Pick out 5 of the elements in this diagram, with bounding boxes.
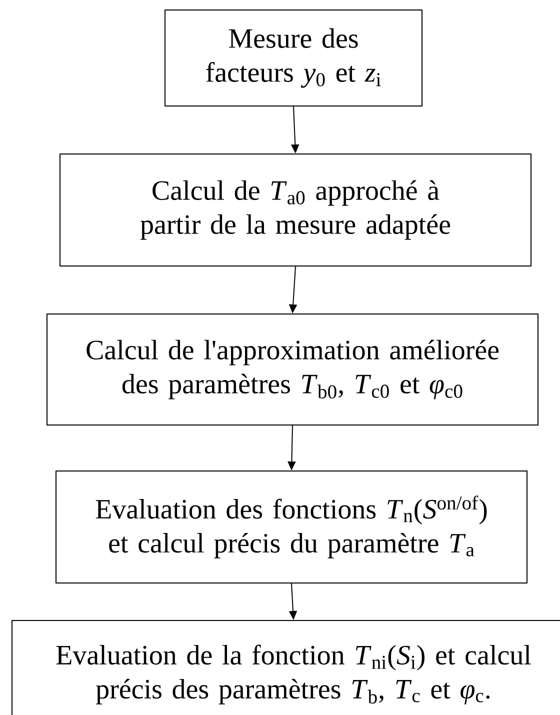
process-box: Calcul de l'approximation améliorée des paramètres T$_{b0}$, T$_{c0}$ et φ$_{c0}$ <box>46 314 538 426</box>
process-box: Evaluation de la fonction T$_{ni}$(S$_{i}$) et calcul précis des paramètres T$_{b}$, T$_{c}$ et φ$_{c}$. <box>12 620 560 715</box>
process-box: Calcul de T$_{a0}$ approché à partir de la mesure adaptée <box>60 154 532 266</box>
process-box: Mesure des facteurs y$_{0}$ et z$_{i}$ <box>164 10 422 106</box>
process-box: Evaluation des fonctions T$_{n}$(S$^{on/of}$) et calcul précis du paramètre T$_{a}$ <box>56 470 528 584</box>
